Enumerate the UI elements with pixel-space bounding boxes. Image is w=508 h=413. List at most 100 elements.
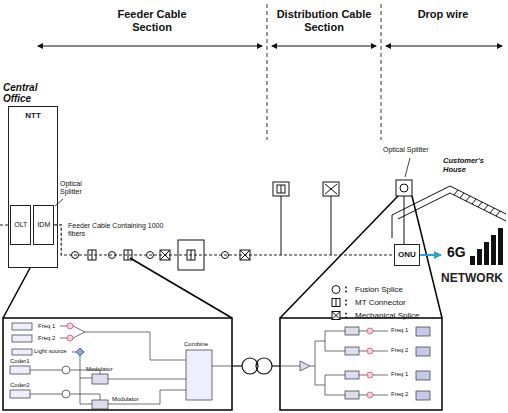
wire <box>85 332 186 360</box>
wire <box>30 370 62 371</box>
zoom-lines <box>3 196 442 318</box>
wire <box>310 366 315 367</box>
light-splitter <box>76 348 84 356</box>
wire <box>325 331 326 351</box>
wire <box>373 331 388 332</box>
roof-hatch <box>496 211 500 216</box>
legend-symbol <box>332 312 340 320</box>
legend-symbol <box>330 297 352 308</box>
callout-label: Feeder Cable Containing 1000 fibers <box>68 222 168 238</box>
wire <box>325 375 345 376</box>
wire <box>280 366 300 367</box>
detector-symbol <box>367 392 373 398</box>
office-name: NTT <box>9 111 57 120</box>
legend-text: Fusion Splice <box>355 285 403 294</box>
signal-bar <box>491 235 496 265</box>
equipment-box: OLT <box>10 205 31 245</box>
modulator-block <box>92 374 108 384</box>
legend-symbol <box>332 299 340 307</box>
receiver-inset <box>280 318 442 410</box>
wireless-arrow <box>420 254 441 256</box>
scope-block <box>416 391 430 400</box>
callout-label: Optical Splitter <box>60 180 94 196</box>
legend-colon <box>345 287 347 289</box>
signal-bar <box>498 228 503 265</box>
scope-block <box>416 347 430 356</box>
house <box>392 186 506 238</box>
section-dividers <box>267 4 381 140</box>
roof-hatch <box>478 202 482 207</box>
signal-bar <box>484 242 489 265</box>
section-arrow <box>386 46 502 47</box>
signal-bars <box>470 228 503 265</box>
signal-bar <box>470 256 475 265</box>
block-label: Freq 2 <box>391 391 415 398</box>
transmitter-inset <box>3 318 232 410</box>
wire <box>359 331 367 332</box>
mt-connector <box>277 185 285 193</box>
leader-lines <box>55 158 410 206</box>
closure-box <box>323 182 339 196</box>
wire <box>73 326 85 338</box>
wire <box>325 351 345 352</box>
wire <box>315 341 316 385</box>
mechanical-splice <box>332 312 340 320</box>
block-label: Modulator <box>86 366 126 373</box>
office-box: Central OfficeNTTOLTIDM <box>8 106 58 268</box>
equipment-label: IDM <box>37 221 50 229</box>
block-label: Freq 2 <box>38 335 68 342</box>
network-icon: 6GNETWORK <box>441 228 505 294</box>
inset-frames <box>3 318 442 410</box>
block-label: Coder2 <box>10 382 40 389</box>
frequency-source <box>67 335 73 341</box>
wire <box>108 390 186 404</box>
mt-connector <box>336 299 337 307</box>
detector-symbol <box>367 372 373 378</box>
wire <box>60 326 67 327</box>
wire <box>325 395 345 396</box>
wire <box>70 394 100 400</box>
source-block <box>12 323 32 330</box>
wire <box>373 351 388 352</box>
wire <box>359 351 367 352</box>
office-heading: Central Office <box>3 82 65 104</box>
mechanical-splice <box>325 184 337 194</box>
legend: Fusion SpliceMT ConnectorMechanical Spli… <box>330 283 419 322</box>
network-generation: 6G <box>447 244 466 260</box>
wire <box>325 375 326 395</box>
fiber-spool <box>232 358 280 374</box>
wire <box>60 338 67 339</box>
source-block <box>12 335 32 342</box>
zoom-line <box>3 268 30 318</box>
scope-block <box>416 371 430 380</box>
equipment-box: IDM <box>33 205 54 245</box>
fusion-splice <box>332 286 340 294</box>
mixer-symbol <box>62 390 70 398</box>
mechanical-splice <box>332 312 340 320</box>
legend-symbol <box>330 310 352 321</box>
legend-colon <box>345 291 347 293</box>
wire <box>108 379 186 380</box>
wire <box>315 341 325 342</box>
wire <box>30 394 62 395</box>
wire <box>72 352 76 353</box>
frequency-source <box>67 323 73 329</box>
closure-box <box>273 182 289 196</box>
filter-block <box>345 371 359 379</box>
roof-hatch <box>466 196 470 201</box>
roof-hatch <box>460 193 464 198</box>
block-label: Modulator <box>112 396 152 403</box>
zoom-line <box>130 258 232 318</box>
mechanical-splice <box>325 184 337 194</box>
legend-colon <box>345 300 347 302</box>
combiner-block <box>186 350 212 400</box>
pole <box>281 196 282 255</box>
transmitter-schematic <box>10 323 232 409</box>
roof-hatch <box>490 208 494 213</box>
mt-connector <box>332 299 340 307</box>
section-arrow <box>38 46 262 47</box>
section-arrows <box>38 46 502 47</box>
mt-connector <box>128 250 129 260</box>
coder-block <box>10 366 30 374</box>
